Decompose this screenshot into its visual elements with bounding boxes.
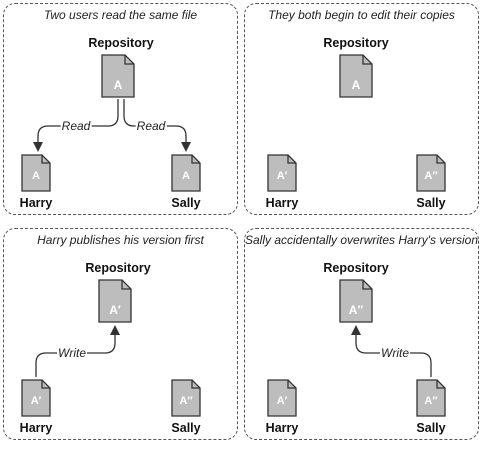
repository-file-icon: A (101, 54, 135, 98)
file-version-label: A (182, 170, 190, 182)
panel-caption: They both begin to edit their copies (268, 8, 455, 22)
file-version-label: A′ (30, 395, 42, 407)
sally-label: Sally (171, 196, 201, 210)
sally-label: Sally (416, 196, 446, 210)
harry-file-icon: A′ (267, 379, 297, 417)
repository-file-icon: A′ (98, 279, 132, 323)
file-version-label: A″ (348, 303, 364, 317)
file-version-label: A″ (179, 395, 193, 407)
write-edge-label: Write (57, 346, 87, 360)
panel-caption: Sally accidentally overwrites Harry's ve… (245, 233, 479, 247)
repository-file-icon: A (339, 54, 373, 98)
file-version-label: A (113, 78, 123, 92)
repository-file-icon: A″ (339, 279, 373, 323)
file-version-label: A″ (424, 170, 438, 182)
panel-harry-publishes: Harry publishes his version first Reposi… (3, 228, 238, 440)
panel-read: Two users read the same file Repository … (3, 3, 238, 215)
sally-file-icon: A″ (171, 379, 201, 417)
sally-file-icon: A″ (416, 379, 446, 417)
harry-label: Harry (265, 196, 299, 210)
read-edge-label: Read (135, 119, 167, 133)
harry-file-icon: A′ (267, 154, 297, 192)
file-version-label: A″ (424, 395, 438, 407)
harry-label: Harry (19, 196, 53, 210)
harry-file-icon: A′ (21, 379, 51, 417)
harry-file-icon: A (21, 154, 51, 192)
repository-label: Repository (323, 36, 389, 50)
repository-label: Repository (323, 261, 389, 275)
sally-file-icon: A″ (416, 154, 446, 192)
panel-caption: Harry publishes his version first (37, 233, 204, 247)
sally-label: Sally (416, 421, 446, 435)
write-edge-label: Write (380, 346, 410, 360)
sally-file-icon: A (171, 154, 201, 192)
file-version-label: A (32, 170, 40, 182)
repository-label: Repository (85, 261, 151, 275)
panel-sally-overwrites: Sally accidentally overwrites Harry's ve… (244, 228, 479, 440)
sally-label: Sally (171, 421, 201, 435)
read-edge-label: Read (60, 119, 92, 133)
panel-edit: They both begin to edit their copies Rep… (244, 3, 479, 215)
harry-label: Harry (19, 421, 53, 435)
panel-caption: Two users read the same file (43, 8, 198, 22)
file-version-label: A′ (276, 395, 288, 407)
harry-label: Harry (265, 421, 299, 435)
file-version-label: A′ (276, 170, 288, 182)
file-version-label: A (351, 78, 361, 92)
file-version-label: A′ (109, 303, 121, 317)
repository-label: Repository (88, 36, 154, 50)
